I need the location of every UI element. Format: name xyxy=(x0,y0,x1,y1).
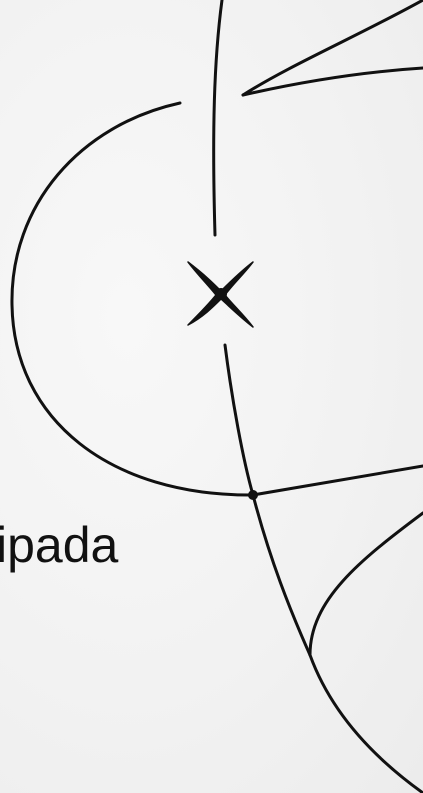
top-wedge-upper-line xyxy=(243,0,423,95)
lower-right-loop-upper xyxy=(310,513,423,655)
lower-right-loop-lower xyxy=(310,655,423,793)
junction-node xyxy=(248,490,258,500)
upper-vertical-curve xyxy=(214,0,222,235)
top-wedge-lower-line xyxy=(243,68,423,95)
x-mark-icon xyxy=(188,262,253,327)
lower-vertical-curve xyxy=(225,345,310,655)
junction-right-line xyxy=(253,466,423,495)
diagram-label: ipada xyxy=(0,515,118,575)
